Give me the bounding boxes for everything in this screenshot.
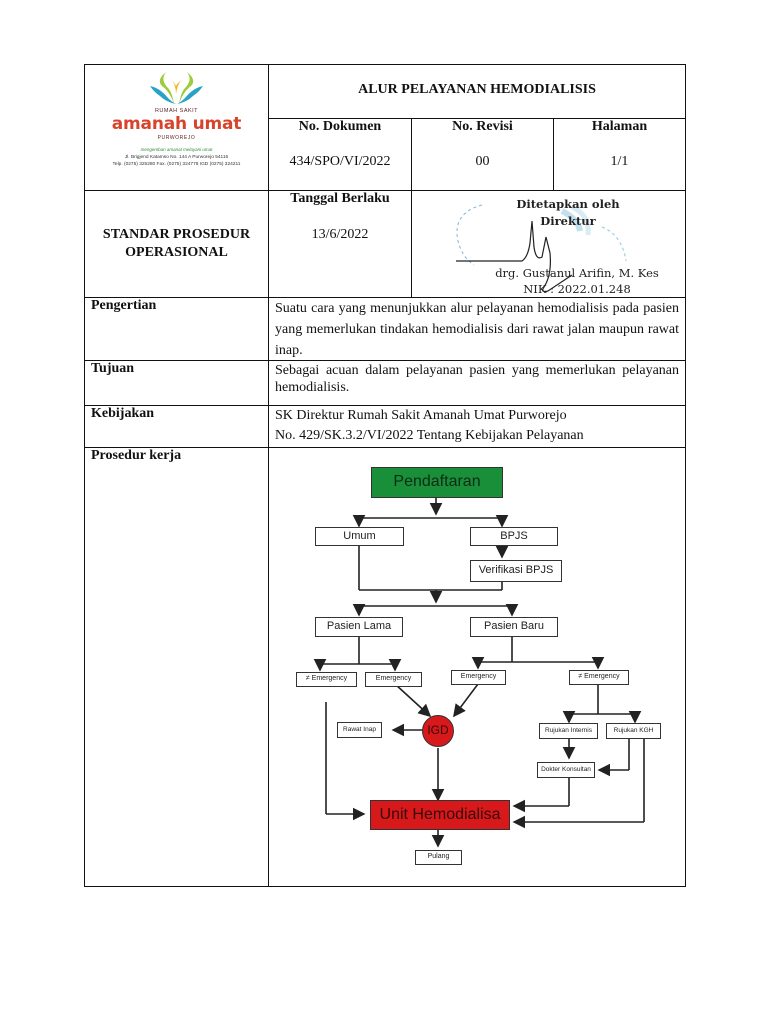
flow-ne-emergency-lama: ≠ Emergency <box>296 672 357 687</box>
spo-label-line1: STANDAR PROSEDUR <box>85 226 268 244</box>
signature-nik: NIK : 2022.01.248 <box>472 282 682 296</box>
signature-name: drg. Gustanul Arifin, M. Kes <box>472 266 682 280</box>
spo-label: STANDAR PROSEDUR OPERASIONAL <box>85 226 268 262</box>
flow-ne-emergency-baru: ≠ Emergency <box>569 670 629 685</box>
halaman-label: Halaman <box>554 119 685 135</box>
flow-rujukan-kgh: Rujukan KGH <box>606 723 661 739</box>
prosedur-kerja-label: Prosedur kerja <box>91 448 181 464</box>
kebijakan-line2: No. 429/SK.3.2/VI/2022 Tentang Kebijakan… <box>275 426 679 446</box>
flow-pendaftaran: Pendaftaran <box>371 467 503 498</box>
no-revisi-label: No. Revisi <box>412 119 553 135</box>
flow-rujukan-internis: Rujukan Internis <box>539 723 598 739</box>
flow-rawat-inap: Rawat Inap <box>337 722 382 738</box>
tujuan-label: Tujuan <box>91 361 134 377</box>
kebijakan-line1: SK Direktur Rumah Sakit Amanah Umat Purw… <box>275 406 679 426</box>
logo-text-main: amanah umat <box>84 114 269 134</box>
no-revisi-value: 00 <box>412 154 553 170</box>
flow-emergency-lama: Emergency <box>365 672 422 687</box>
pengertian-text: Suatu cara yang menunjukkan alur pelayan… <box>275 298 679 361</box>
spo-label-line2: OPERASIONAL <box>85 244 268 262</box>
border-bottom <box>84 886 686 887</box>
no-dokumen-label: No. Dokumen <box>269 119 411 135</box>
flow-umum: Umum <box>315 527 404 546</box>
flow-verifikasi-bpjs: Verifikasi BPJS <box>470 560 562 582</box>
border-right <box>685 64 686 887</box>
flow-pulang: Pulang <box>415 850 462 865</box>
logo-tagline: mengemban amanat melayani umat <box>84 147 269 152</box>
signature-line1: Ditetapkan oleh <box>488 197 648 211</box>
flowchart: Pendaftaran Umum BPJS Verifikasi BPJS Pa… <box>288 460 668 870</box>
tanggal-berlaku-label: Tanggal Berlaku <box>269 191 411 207</box>
signature-line2: Direktur <box>488 214 648 228</box>
logo-emblem-icon <box>84 64 269 108</box>
tujuan-text: Sebagai acuan dalam pelayanan pasien yan… <box>275 362 679 396</box>
flow-dokter-konsultan: Dokter Konsultan <box>537 762 595 778</box>
logo-text-city: PURWOREJO <box>84 135 269 141</box>
logo-address: Jl. Brigjend Katamso No. 144 A Purworejo… <box>86 155 267 168</box>
logo-address-line2: Telp. (0275) 325280 Fax. (0275) 324778 I… <box>86 162 267 169</box>
kebijakan-text: SK Direktur Rumah Sakit Amanah Umat Purw… <box>275 406 679 446</box>
flow-pasien-baru: Pasien Baru <box>470 617 558 637</box>
document-title: ALUR PELAYANAN HEMODIALISIS <box>269 82 685 98</box>
sop-document: RUMAH SAKIT amanah umat PURWOREJO mengem… <box>84 64 686 887</box>
tanggal-berlaku-value: 13/6/2022 <box>269 227 411 243</box>
halaman-value: 1/1 <box>554 154 685 170</box>
flow-igd: IGD <box>422 715 454 747</box>
no-dokumen-value: 434/SPO/VI/2022 <box>269 154 411 170</box>
pengertian-label: Pengertian <box>91 298 156 314</box>
flow-unit-hemodialisa: Unit Hemodialisa <box>370 800 510 830</box>
flow-pasien-lama: Pasien Lama <box>315 617 403 637</box>
hospital-logo: RUMAH SAKIT amanah umat PURWOREJO mengem… <box>84 64 269 192</box>
flow-bpjs: BPJS <box>470 527 558 546</box>
kebijakan-label: Kebijakan <box>91 406 154 422</box>
flow-emergency-baru: Emergency <box>451 670 506 685</box>
signature-block: Ditetapkan oleh Direktur drg. Gustanul A… <box>412 191 685 297</box>
